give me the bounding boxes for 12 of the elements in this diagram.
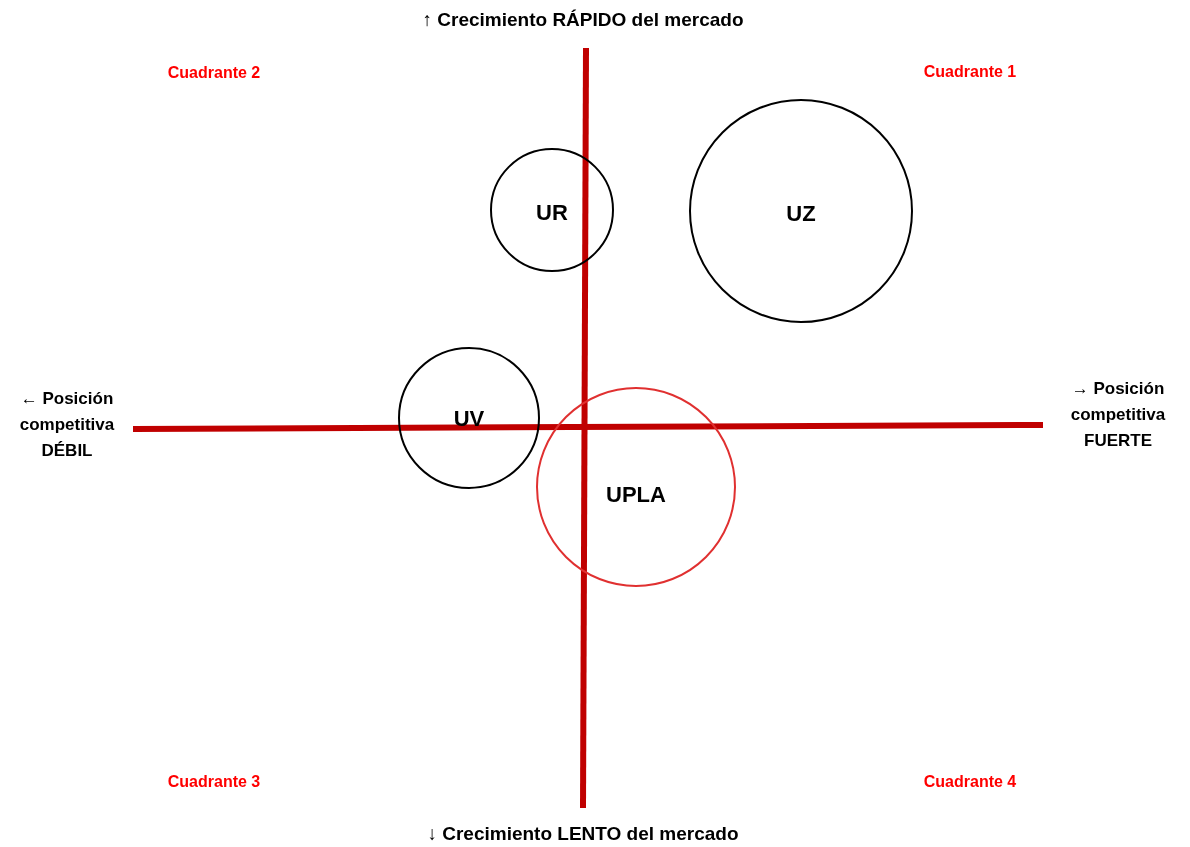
axis-label: ↑ Crecimiento RÁPIDO del mercado [421,8,745,32]
circle-label: UZ [786,199,816,228]
quadrant-label: Cuadrante 4 [922,772,1018,792]
axis-label: → Posición competitiva FUERTE [1069,378,1167,452]
quadrant-label: Cuadrante 1 [922,62,1018,82]
axis-label: ← Posición competitiva DÉBIL [18,388,116,462]
circle-label: UR [536,198,568,227]
circle-label: UV [453,404,485,433]
quadrant-label: Cuadrante 2 [166,63,262,83]
circle-label: UPLA [606,480,666,509]
axis-label: ↓ Crecimiento LENTO del mercado [426,822,740,846]
quadrant-label: Cuadrante 3 [166,772,262,792]
